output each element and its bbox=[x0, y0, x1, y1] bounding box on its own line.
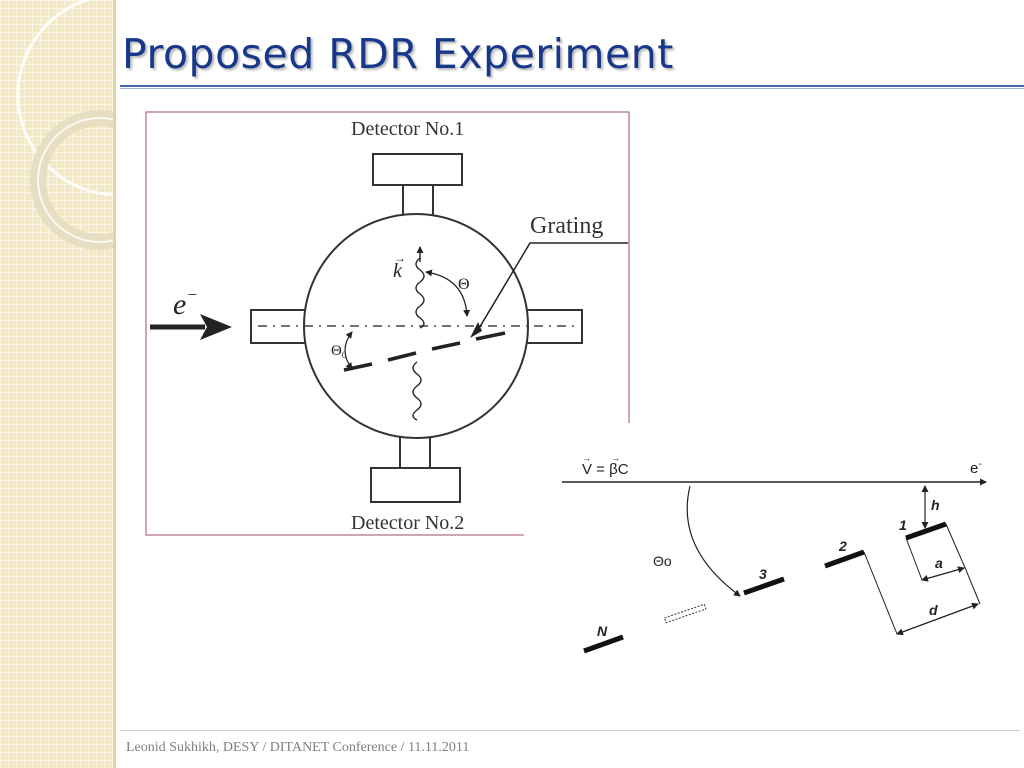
d-extension-right bbox=[965, 569, 981, 605]
theta-label: Θ bbox=[458, 276, 470, 293]
grating-strip-3 bbox=[743, 576, 785, 596]
electron-letter: e bbox=[970, 460, 978, 477]
strip-label-1: 1 bbox=[899, 517, 907, 533]
chamber-diagram: k → Θ Θ0 Grating e− Detector No.1 Detect… bbox=[145, 111, 630, 536]
detector-2 bbox=[370, 467, 461, 503]
grating-strip-1 bbox=[905, 521, 947, 541]
vector-arrow-glyph: → bbox=[394, 251, 406, 265]
electron-beam-arrowhead bbox=[200, 314, 232, 340]
title-underline bbox=[120, 85, 1024, 89]
diagram-frame bbox=[145, 111, 630, 536]
grating-leader-arrowhead bbox=[470, 322, 482, 338]
velocity-label: V = βC bbox=[582, 461, 629, 478]
velocity-vector-glyph: → bbox=[582, 453, 591, 463]
radiation-wave-up bbox=[415, 257, 425, 329]
radiation-wave-down bbox=[412, 361, 422, 421]
detector-1 bbox=[372, 153, 463, 186]
grating-geometry-diagram: V = βC → → e- Θo 1 2 3 N h a d bbox=[524, 423, 1000, 673]
a-dimension bbox=[921, 566, 965, 582]
electron-label: e- bbox=[970, 459, 982, 477]
electron-symbol: e bbox=[173, 288, 186, 321]
sidebar-edge bbox=[113, 0, 116, 768]
theta0-arc-geometry bbox=[686, 485, 741, 597]
detector-2-label: Detector No.2 bbox=[351, 512, 464, 534]
theta0-label-geometry: Θo bbox=[653, 553, 672, 569]
theta0-subscript: 0 bbox=[342, 350, 347, 360]
electron-sup: - bbox=[978, 459, 981, 470]
sidebar-rings bbox=[16, 0, 113, 250]
theta0-label: Θ0 bbox=[331, 343, 347, 360]
strip-label-3: 3 bbox=[759, 566, 767, 582]
d-dimension bbox=[896, 602, 979, 636]
d-label: d bbox=[929, 602, 938, 618]
decorative-sidebar bbox=[0, 0, 113, 768]
theta0-symbol: Θ bbox=[331, 343, 342, 359]
electron-superscript: − bbox=[186, 285, 197, 304]
slide-footer: Leonid Sukhikh, DESY / DITANET Conferenc… bbox=[126, 740, 470, 755]
h-label: h bbox=[931, 497, 940, 513]
grating-leader-line bbox=[477, 242, 628, 331]
theta0-arc bbox=[344, 331, 353, 370]
footer-rule bbox=[120, 730, 1020, 731]
strip-label-2: 2 bbox=[838, 538, 847, 554]
detector-1-label: Detector No.1 bbox=[351, 118, 464, 140]
electron-beam-label: e− bbox=[173, 285, 198, 321]
wave-vector-label: k bbox=[393, 260, 403, 282]
slide-title: Proposed RDR Experiment bbox=[122, 30, 674, 78]
theta-arc bbox=[425, 269, 471, 317]
c-vector-glyph: → bbox=[611, 453, 620, 463]
strip-label-n: N bbox=[597, 623, 608, 639]
a-extension-left bbox=[905, 537, 923, 581]
d-extension-left bbox=[863, 551, 898, 635]
grating-strip-n bbox=[583, 634, 624, 654]
omitted-strips-placeholder bbox=[663, 603, 707, 624]
grating-label: Grating bbox=[530, 213, 603, 239]
grating-strip-2 bbox=[824, 549, 865, 569]
a-label: a bbox=[935, 555, 943, 571]
a-extension-right bbox=[945, 523, 967, 571]
